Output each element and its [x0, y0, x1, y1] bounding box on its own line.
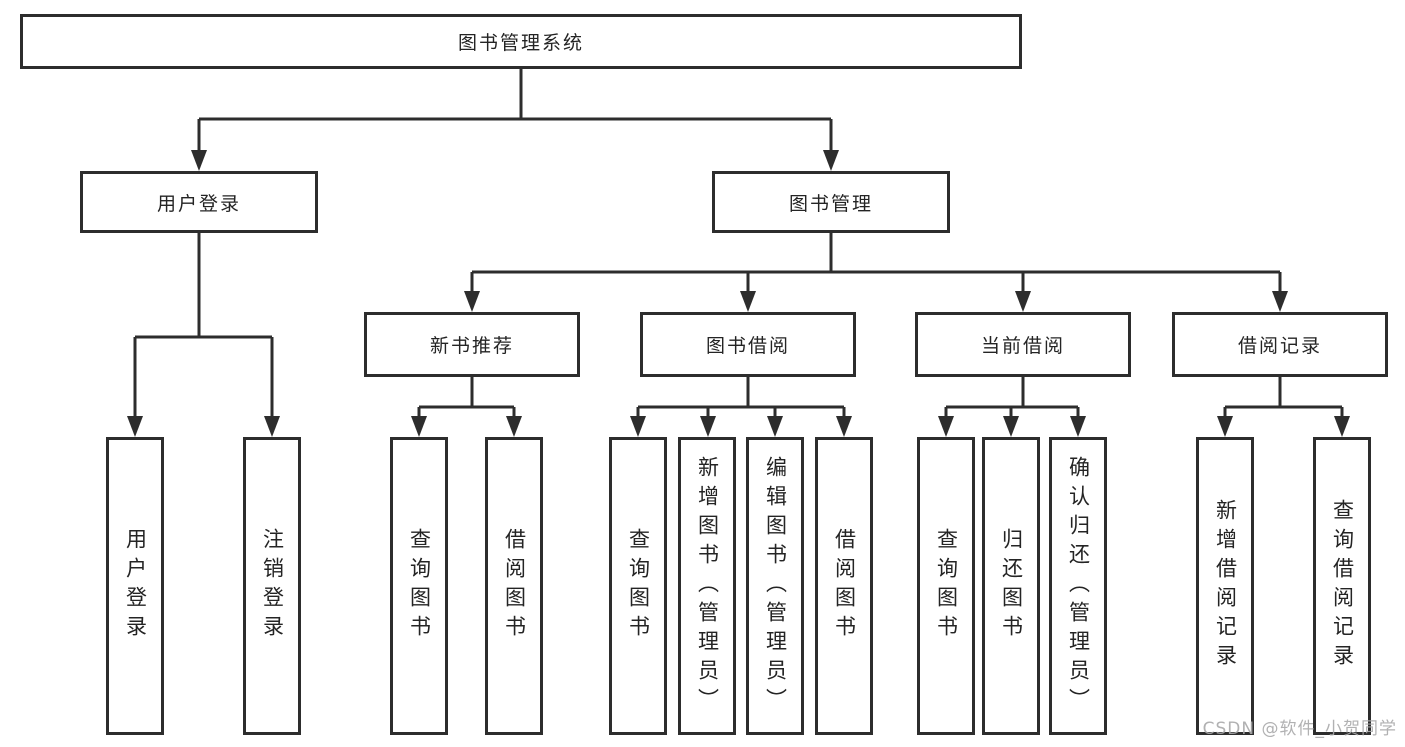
node-book-borrowing: 图书借阅	[640, 312, 856, 377]
root-node-library-management-system: 图书管理系统	[20, 14, 1022, 69]
leaf-add-borrow-record: 新增借阅记录	[1196, 437, 1254, 735]
leaf-return-book-label: 归还图书	[999, 528, 1024, 644]
csdn-watermark: CSDN @软件_小贺同学	[1202, 719, 1397, 739]
connector-book-borrowing-leaves	[636, 377, 846, 421]
leaf-query-borrow-record-label: 查询借阅记录	[1330, 499, 1355, 673]
leaf-add-borrow-record-label: 新增借阅记录	[1213, 499, 1238, 673]
connector-user-login-to-leaves	[133, 233, 274, 421]
leaf-query-books-3: 查询图书	[917, 437, 975, 735]
arrowheads-new-book-recommendation	[411, 416, 522, 437]
leaf-borrow-books-2-label: 借阅图书	[832, 528, 857, 644]
leaf-return-book: 归还图书	[982, 437, 1040, 735]
leaf-query-borrow-record: 查询借阅记录	[1313, 437, 1371, 735]
leaf-add-book-admin: 新增图书（管理员）	[678, 437, 736, 735]
arrowheads-current-borrowing	[938, 416, 1086, 437]
connector-borrowing-records-leaves	[1223, 377, 1344, 421]
leaf-user-login-label: 用户登录	[123, 528, 148, 644]
node-current-borrowing: 当前借阅	[915, 312, 1131, 377]
arrowheads-user-login-leaves	[127, 416, 280, 437]
connector-current-borrowing-leaves	[944, 377, 1080, 421]
connector-new-book-recommendation-leaves	[417, 377, 516, 421]
leaf-query-books-1-label: 查询图书	[407, 528, 432, 644]
node-user-login: 用户登录	[80, 171, 318, 233]
leaf-add-book-admin-label: 新增图书（管理员）	[695, 455, 720, 717]
arrowheads-level3	[464, 291, 1288, 312]
leaf-query-books-3-label: 查询图书	[934, 528, 959, 644]
leaf-query-books-2: 查询图书	[609, 437, 667, 735]
leaf-borrow-books-1: 借阅图书	[485, 437, 543, 735]
leaf-edit-book-admin: 编辑图书（管理员）	[746, 437, 804, 735]
leaf-user-login: 用户登录	[106, 437, 164, 735]
leaf-confirm-return-admin: 确认归还（管理员）	[1049, 437, 1107, 735]
leaf-logout: 注销登录	[243, 437, 301, 735]
arrowheads-book-borrowing	[630, 416, 852, 437]
node-book-management: 图书管理	[712, 171, 950, 233]
leaf-logout-label: 注销登录	[260, 528, 285, 644]
connector-root-to-level2	[197, 69, 833, 155]
arrowheads-borrowing-records	[1217, 416, 1350, 437]
connector-book-management-to-level3	[470, 233, 1282, 296]
leaf-confirm-return-admin-label: 确认归还（管理员）	[1066, 455, 1091, 717]
node-borrowing-records: 借阅记录	[1172, 312, 1388, 377]
leaf-query-books-1: 查询图书	[390, 437, 448, 735]
leaf-edit-book-admin-label: 编辑图书（管理员）	[763, 455, 788, 717]
leaf-borrow-books-2: 借阅图书	[815, 437, 873, 735]
leaf-borrow-books-1-label: 借阅图书	[502, 528, 527, 644]
node-new-book-recommendation: 新书推荐	[364, 312, 580, 377]
leaf-query-books-2-label: 查询图书	[626, 528, 651, 644]
arrowheads-level2	[191, 150, 839, 171]
